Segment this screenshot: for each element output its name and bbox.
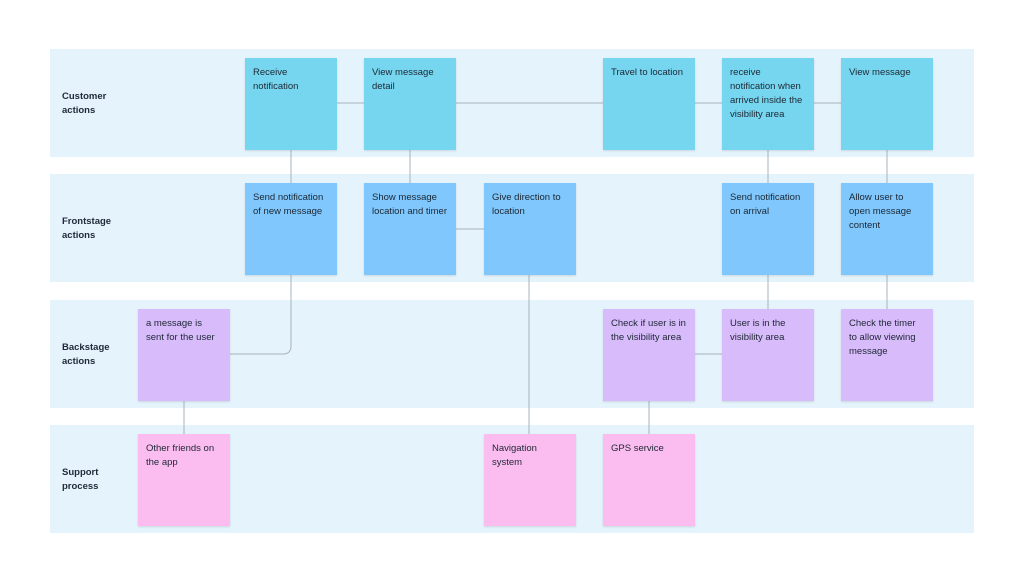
lane-label-support: Support process: [62, 466, 132, 494]
note-allow-open-message-text: Allow user to open message content: [849, 192, 912, 231]
note-send-notification-new-message[interactable]: Send notification of new message: [245, 183, 337, 275]
note-view-message-detail[interactable]: View message detail: [364, 58, 456, 150]
note-allow-open-message[interactable]: Allow user to open message content: [841, 183, 933, 275]
note-view-message[interactable]: View message: [841, 58, 933, 150]
note-send-notification-arrival-text: Send notification on arrival: [730, 192, 801, 217]
note-user-in-visibility-text: User is in the visibility area: [730, 318, 786, 343]
note-receive-notification-arrived-text: receive notification when arrived inside…: [730, 67, 803, 120]
note-show-message-location-timer[interactable]: Show message location and timer: [364, 183, 456, 275]
note-show-message-location-timer-text: Show message location and timer: [372, 192, 447, 217]
lane-label-backstage: Backstage actions: [62, 341, 132, 369]
note-other-friends[interactable]: Other friends on the app: [138, 434, 230, 526]
note-message-sent[interactable]: a message is sent for the user: [138, 309, 230, 401]
note-receive-notification-text: Receive notification: [253, 67, 299, 92]
note-give-direction[interactable]: Give direction to location: [484, 183, 576, 275]
note-check-visibility-text: Check if user is in the visibility area: [611, 318, 686, 343]
note-user-in-visibility[interactable]: User is in the visibility area: [722, 309, 814, 401]
note-receive-notification[interactable]: Receive notification: [245, 58, 337, 150]
lane-label-frontstage-text: Frontstage actions: [62, 216, 112, 241]
lane-label-frontstage: Frontstage actions: [62, 215, 132, 243]
note-give-direction-text: Give direction to location: [492, 192, 561, 217]
note-receive-notification-arrived[interactable]: receive notification when arrived inside…: [722, 58, 814, 150]
note-gps-service[interactable]: GPS service: [603, 434, 695, 526]
note-check-visibility[interactable]: Check if user is in the visibility area: [603, 309, 695, 401]
note-gps-service-text: GPS service: [611, 443, 664, 454]
note-navigation-system[interactable]: Navigation system: [484, 434, 576, 526]
lane-label-customer-text: Customer actions: [62, 91, 107, 116]
note-travel-to-location[interactable]: Travel to location: [603, 58, 695, 150]
lane-label-support-text: Support process: [62, 467, 99, 492]
note-send-notification-new-message-text: Send notification of new message: [253, 192, 324, 217]
note-check-timer-text: Check the timer to allow viewing message: [849, 318, 916, 357]
note-other-friends-text: Other friends on the app: [146, 443, 215, 468]
note-check-timer[interactable]: Check the timer to allow viewing message: [841, 309, 933, 401]
note-travel-to-location-text: Travel to location: [611, 67, 683, 78]
note-view-message-detail-text: View message detail: [372, 67, 434, 92]
note-send-notification-arrival[interactable]: Send notification on arrival: [722, 183, 814, 275]
lane-label-backstage-text: Backstage actions: [62, 342, 110, 367]
connector-send-message-sent: [230, 275, 292, 355]
note-message-sent-text: a message is sent for the user: [146, 318, 215, 343]
note-navigation-system-text: Navigation system: [492, 443, 537, 468]
note-view-message-text: View message: [849, 67, 911, 78]
lane-label-customer: Customer actions: [62, 90, 132, 118]
